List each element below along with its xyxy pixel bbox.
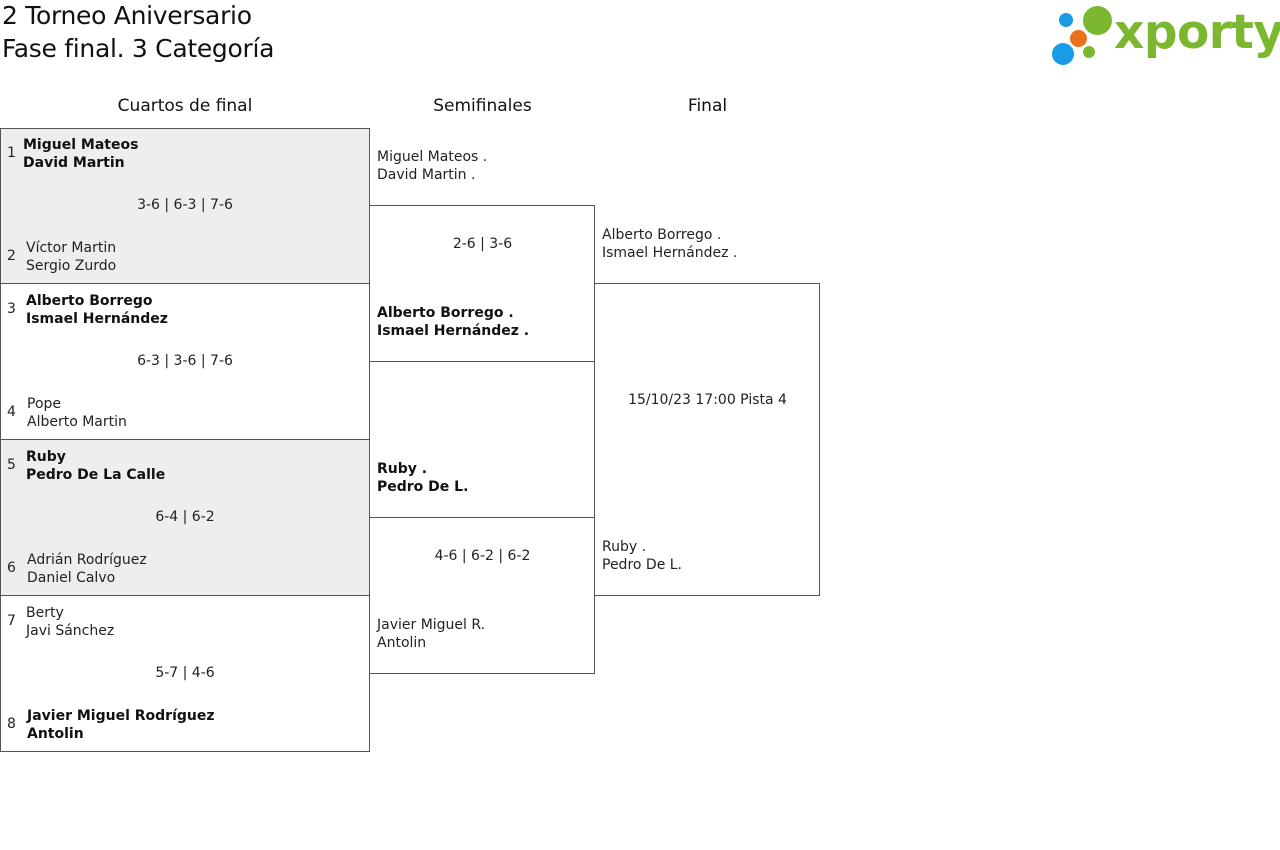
- player-name: Miguel Mateos: [23, 137, 139, 153]
- team: Ruby . Pedro De L.: [602, 538, 682, 574]
- player-name: Berty: [26, 605, 64, 621]
- match-score: 6-4 | 6-2: [155, 509, 215, 525]
- player-name: Ismael Hernández .: [377, 323, 530, 339]
- team: Pope Alberto Martin: [27, 395, 127, 431]
- team: Javier Miguel R. Antolin: [377, 616, 485, 652]
- team-winner: Ruby . Pedro De L.: [377, 460, 468, 496]
- player-name: Pedro De La Calle: [26, 467, 166, 483]
- player-name: Javier Miguel Rodríguez: [27, 708, 215, 724]
- player-name: Daniel Calvo: [27, 570, 116, 586]
- phase-subtitle: Fase final. 3 Categoría: [2, 34, 275, 63]
- tournament-title: 2 Torneo Aniversario: [2, 1, 252, 30]
- column-title-quarterfinals: Cuartos de final: [117, 96, 253, 116]
- team: Miguel Mateos . David Martin .: [377, 148, 487, 184]
- logo-dot-green-small-icon: [1083, 46, 1095, 58]
- logo-dot-blue-icon: [1059, 13, 1073, 27]
- seed-number: 2: [7, 248, 16, 264]
- team-winner: Javier Miguel Rodríguez Antolin: [27, 707, 215, 743]
- player-name: Javi Sánchez: [26, 623, 115, 639]
- team-winner: Alberto Borrego Ismael Hernández: [26, 292, 168, 328]
- seed-number: 8: [7, 716, 16, 732]
- seed-number: 6: [7, 560, 16, 576]
- quarterfinal-match-3[interactable]: [0, 439, 370, 596]
- player-name: Alberto Borrego .: [602, 227, 722, 243]
- player-name: Pedro De L.: [377, 479, 469, 495]
- player-name: Pope: [27, 396, 62, 412]
- player-name: Antolin: [377, 635, 427, 651]
- player-name: Javier Miguel R.: [377, 617, 486, 633]
- player-name: Ruby .: [602, 539, 647, 555]
- player-name: Ismael Hernández: [26, 311, 168, 327]
- team: Alberto Borrego . Ismael Hernández .: [602, 226, 737, 262]
- match-score: 3-6 | 6-3 | 7-6: [137, 197, 233, 213]
- team-winner: Miguel Mateos David Martin: [23, 136, 138, 172]
- player-name: Víctor Martin: [26, 240, 117, 256]
- column-title-semifinals: Semifinales: [433, 96, 532, 116]
- player-name: David Martin: [23, 155, 125, 171]
- player-name: Alberto Borrego: [26, 293, 153, 309]
- logo-dot-blue-large-icon: [1052, 43, 1074, 65]
- player-name: Ruby .: [377, 461, 428, 477]
- match-score: 2-6 | 3-6: [452, 236, 513, 252]
- match-score: 5-7 | 4-6: [155, 665, 215, 681]
- team-winner: Ruby Pedro De La Calle: [26, 448, 165, 484]
- logo-dot-green-icon: [1083, 6, 1112, 35]
- player-name: Sergio Zurdo: [26, 258, 117, 274]
- seed-number: 3: [7, 301, 16, 317]
- player-name: Miguel Mateos .: [377, 149, 488, 165]
- final-match[interactable]: [594, 283, 820, 596]
- column-title-final: Final: [687, 96, 728, 116]
- team: Berty Javi Sánchez: [26, 604, 114, 640]
- player-name: David Martin .: [377, 167, 476, 183]
- logo-dot-orange-icon: [1070, 30, 1087, 47]
- match-schedule: 15/10/23 17:00 Pista 4: [628, 392, 787, 408]
- player-name: Antolin: [27, 726, 84, 742]
- match-score: 4-6 | 6-2 | 6-2: [434, 548, 531, 564]
- match-score: 6-3 | 3-6 | 7-6: [137, 353, 233, 369]
- seed-number: 7: [7, 613, 16, 629]
- player-name: Adrián Rodríguez: [27, 552, 147, 568]
- team: Víctor Martin Sergio Zurdo: [26, 239, 116, 275]
- seed-number: 1: [7, 145, 16, 161]
- player-name: Alberto Borrego .: [377, 305, 514, 321]
- seed-number: 4: [7, 404, 16, 420]
- team: Adrián Rodríguez Daniel Calvo: [27, 551, 147, 587]
- logo-wordmark: xporty: [1114, 5, 1280, 60]
- player-name: Ruby: [26, 449, 66, 465]
- seed-number: 5: [7, 457, 16, 473]
- xporty-logo[interactable]: xporty: [1050, 2, 1280, 68]
- quarterfinal-match-1[interactable]: [0, 128, 370, 284]
- player-name: Alberto Martin: [27, 414, 127, 430]
- player-name: Pedro De L.: [602, 557, 683, 573]
- team-winner: Alberto Borrego . Ismael Hernández .: [377, 304, 529, 340]
- player-name: Ismael Hernández .: [602, 245, 738, 261]
